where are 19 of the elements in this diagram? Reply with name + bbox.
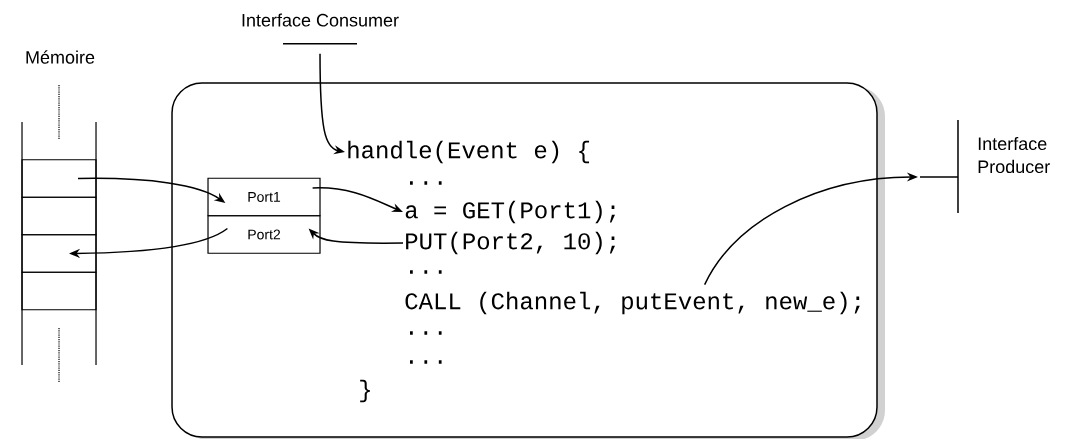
code-line: handle(Event e) {: [348, 140, 590, 164]
code-line: a = GET(Port1);: [405, 200, 615, 224]
component-box: [171, 82, 885, 439]
memory-cell: [21, 196, 97, 236]
port-box: Port2: [207, 215, 321, 254]
code-line: ...: [410, 331, 442, 335]
code-line: CALL (Channel, putEvent, new_e);: [405, 291, 860, 315]
memory-cell: [21, 271, 97, 311]
memory-cell: [21, 159, 97, 198]
code-line: PUT(Port2, 10);: [406, 231, 615, 255]
memory-cell: [21, 234, 97, 273]
code-line: ...: [410, 181, 442, 185]
heading: Interface Consumer: [242, 13, 399, 27]
code-line: ...: [410, 270, 442, 274]
heading: Mémoire: [26, 50, 95, 64]
code-line: }: [360, 379, 370, 403]
code-line: ...: [410, 360, 442, 364]
heading: Interface Producer: [978, 136, 1050, 174]
port-box: Port1: [207, 177, 321, 217]
